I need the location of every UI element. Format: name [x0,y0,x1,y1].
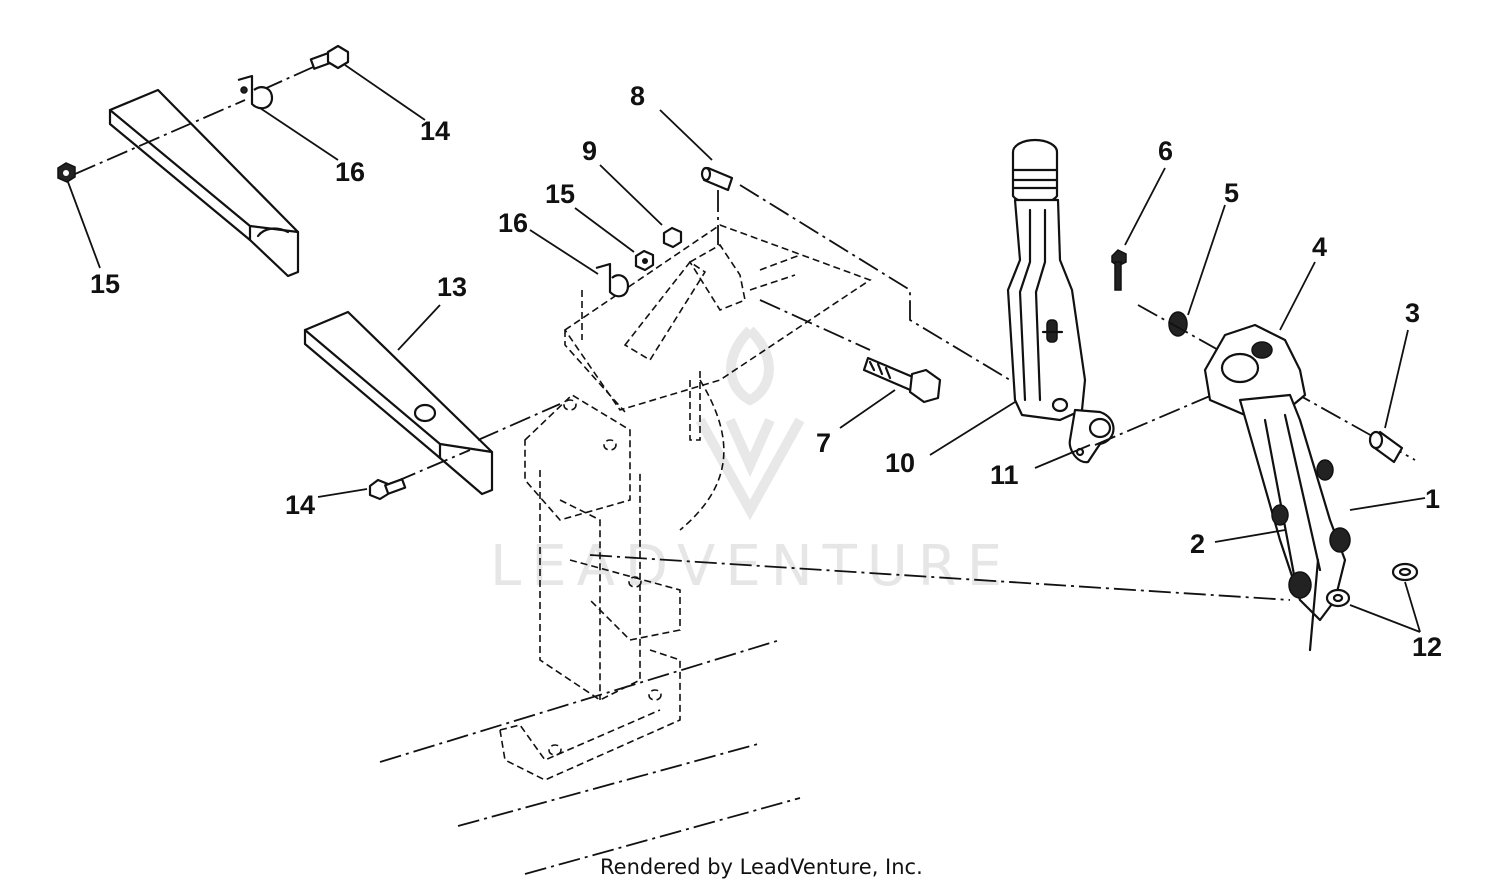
callout-4: 4 [1312,232,1327,262]
control-handle [1006,138,1087,422]
centerline-rod [589,554,1291,601]
callout-8: 8 [630,81,645,111]
screw-icon [1111,249,1127,291]
callout-14b: 14 [285,490,315,520]
callout-7: 7 [816,428,831,458]
callout-6: 6 [1158,136,1173,166]
frame-line-lower [457,743,759,827]
centerline-upper-bracket [74,99,246,175]
callout-labels: 1 2 3 4 5 6 7 8 9 10 11 12 13 14 14 15 1… [90,81,1442,662]
callout-1: 1 [1425,484,1440,514]
callout-16b: 16 [498,208,528,238]
angle-bracket-lower [303,310,494,496]
link-plate [1068,408,1115,464]
sleeve-icon [1368,430,1404,464]
leader-lines [67,64,1426,633]
centerline-bolt [759,299,871,351]
callout-9: 9 [582,136,597,166]
hex-nut-icon [57,162,76,183]
callout-10: 10 [885,448,915,478]
cable-clamp-icon [595,262,630,298]
centerline-lower-bracket [477,403,561,441]
pin-icon [700,166,734,192]
centerline-pin-to-handle [739,184,1011,381]
hex-screw-icon [309,44,350,70]
bolt-icon [862,356,942,404]
centerline-screw-lower [394,449,471,483]
hex-nut-icon [662,226,683,249]
lever-arm [1203,323,1351,652]
frame-line-upper [379,639,781,763]
centerline-link [1094,395,1211,446]
callout-5: 5 [1224,178,1239,208]
callout-2: 2 [1190,529,1205,559]
angle-bracket-upper [108,88,300,278]
watermark-text: LEADVENTURE [490,534,1012,599]
callout-3: 3 [1405,298,1420,328]
hex-nut-icon [634,249,655,272]
watermark-logo [695,326,805,521]
callout-15a: 15 [90,269,120,299]
washer-icon [1325,588,1351,608]
callout-11: 11 [990,460,1019,490]
callout-14a: 14 [420,116,450,146]
footer-credit: Rendered by LeadVenture, Inc. [600,855,923,879]
washer-icon [1391,562,1419,582]
hex-screw-icon [368,478,407,501]
callout-15b: 15 [545,179,575,209]
callout-16a: 16 [335,157,365,187]
frame-line-bottom [524,797,801,875]
cable-clamp-icon [237,74,274,110]
callout-12: 12 [1412,632,1442,662]
mounting-pedestal [499,224,872,781]
callout-13: 13 [437,272,467,302]
centerline-screw-upper [261,63,321,91]
